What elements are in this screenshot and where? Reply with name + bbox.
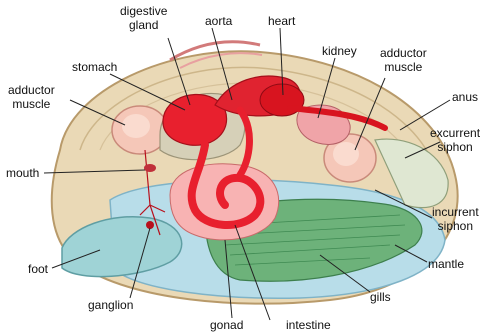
label-heart: heart <box>268 14 295 28</box>
label-mouth: mouth <box>6 166 39 180</box>
label-anus: anus <box>452 90 478 104</box>
label-gonad: gonad <box>210 318 243 332</box>
adductor-muscle-right-inner <box>333 142 359 166</box>
label-ganglion: ganglion <box>88 298 133 312</box>
label-kidney: kidney <box>322 44 357 58</box>
ganglion-shape <box>146 221 154 229</box>
label-foot: foot <box>28 262 48 276</box>
label-excurrent-siphon: excurrent siphon <box>430 126 480 154</box>
label-intestine: intestine <box>286 318 331 332</box>
label-stomach: stomach <box>72 60 117 74</box>
label-adductor-muscle-right: adductor muscle <box>380 46 427 74</box>
label-gills: gills <box>370 290 391 304</box>
mouth-shape <box>144 164 156 172</box>
label-mantle: mantle <box>428 257 464 271</box>
label-incurrent-siphon: incurrent siphon <box>432 205 479 233</box>
adductor-muscle-left-inner <box>122 114 150 138</box>
label-digestive-gland: digestive gland <box>120 4 167 32</box>
label-adductor-muscle-left: adductor muscle <box>8 83 55 111</box>
label-aorta: aorta <box>205 14 232 28</box>
